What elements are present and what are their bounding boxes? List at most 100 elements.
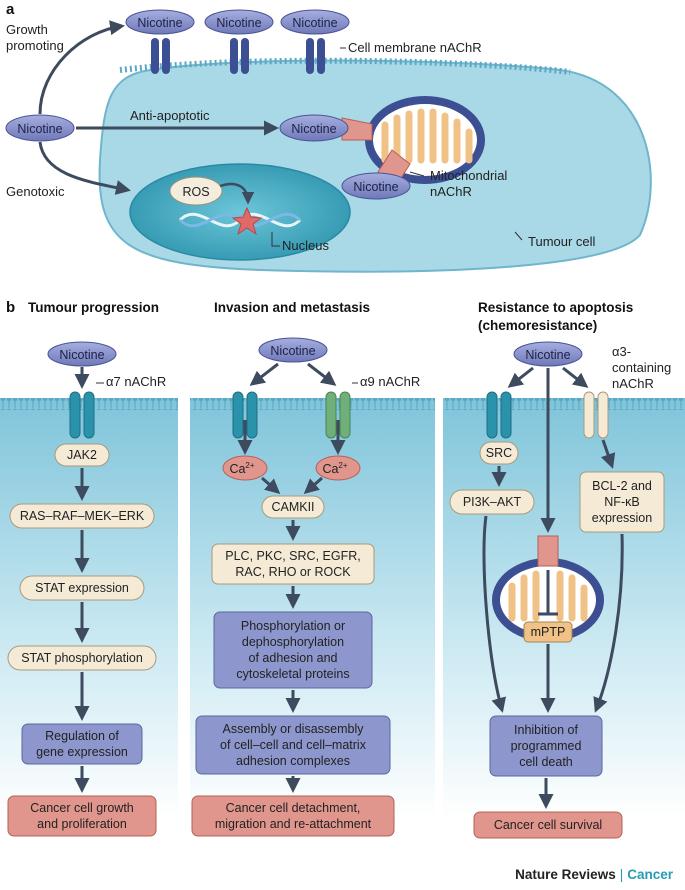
jak2-box [54,443,110,467]
src-label: SRC [486,446,512,460]
col1-outcome-box [7,795,157,837]
inhibition-box [489,715,603,777]
col1-outcome-1: Cancer cell growth [30,801,134,815]
panel-b-label: b [6,299,15,316]
assembly-box [195,715,391,775]
mptp-box [523,621,573,643]
col3-header-1: Resistance to apoptosis [478,300,633,315]
nicotine-label: Nicotine [270,344,315,358]
nicotine-bubble-membrane-1 [125,9,195,35]
calcium-right-label: Ca2+ [322,461,347,476]
tumour-cell-label: Tumour cell [528,234,596,249]
bcl2-label-1: BCL-2 and [592,479,652,493]
bcl2-label-3: expression [592,511,652,525]
col2-header: Invasion and metastasis [214,300,370,315]
kinases-label-1: PLC, PKC, SRC, EGFR, [225,549,360,563]
regulation-label-2: gene expression [36,745,128,759]
membrane-receptor-2 [230,38,249,74]
col3-receptor-left [486,391,512,439]
col3-outcome: Cancer cell survival [494,818,602,832]
anti-apoptotic-label: Anti-apoptotic [130,108,210,123]
kinases-label-2: RAC, RHO or ROCK [235,565,351,579]
col3-header-2: (chemoresistance) [478,318,597,333]
col2-nicotine [258,337,328,363]
mitochondrial-label-1: Mitochondrial [430,168,507,183]
bcl2-box [579,471,665,533]
jak2-label: JAK2 [67,448,97,462]
assembly-label-3: adhesion complexes [236,754,350,768]
bcl2-label-2: NF-κB [604,495,639,509]
stat-phos-box [7,645,157,671]
phospho-label-1: Phosphorylation or [241,619,345,633]
phospho-label-3: of adhesion and [249,651,338,665]
regulation-label-1: Regulation of [45,729,119,743]
nicotine-label: Nicotine [137,16,182,30]
nucleus-label: Nucleus [282,238,329,253]
src-box [479,441,519,465]
cell-membrane-nachr-label: Cell membrane nAChR [348,40,482,55]
col2-membrane [190,398,435,410]
panel-a-label: a [6,1,15,18]
phospho-box [213,611,373,689]
mptp-label: mPTP [531,625,566,639]
nicotine-bubble-mito-2 [341,172,411,200]
alpha3-label-2: containing [612,360,671,375]
col3-nicotine [513,341,583,367]
mitochondrial-label-2: nAChR [430,184,472,199]
footer-separator: | [619,867,624,882]
assembly-label-1: Assembly or disassembly [222,722,364,736]
calcium-left [222,455,268,481]
regulation-box [21,723,143,765]
col3-mito-receptor [537,535,559,567]
ros-node [169,176,223,206]
inhibition-label-3: cell death [519,755,573,769]
camkii-box [261,495,325,519]
nicotine-label: Nicotine [291,122,336,136]
camkii-label: CAMKII [271,500,314,514]
alpha7-receptor [69,391,95,439]
col2-receptor-left [232,391,258,439]
col2-outcome-1: Cancer cell detachment, [226,801,361,815]
stat-expression-label: STAT expression [35,581,129,595]
journal-name: Nature Reviews [515,867,616,882]
alpha3-label-3: nAChR [612,376,654,391]
nicotine-label: Nicotine [17,122,62,136]
alpha9-receptor [325,391,351,439]
nicotine-label: Nicotine [216,16,261,30]
journal-footer: Nature Reviews|Cancer [515,867,673,882]
membrane-receptor-1 [151,38,170,74]
ros-label: ROS [182,185,209,199]
alpha3-receptor [583,391,609,439]
growth-promoting-label-2: promoting [6,38,64,53]
col2-outcome-2: migration and re-attachment [215,817,372,831]
inhibition-label-1: Inhibition of [514,723,578,737]
nicotine-label: Nicotine [59,348,104,362]
ras-box [9,503,155,529]
col1-header: Tumour progression [28,300,159,315]
alpha9-label: α9 nAChR [360,374,420,389]
assembly-label-2: of cell–cell and cell–matrix [220,738,367,752]
nicotine-bubble-membrane-2 [204,9,274,35]
stat-expression-box [19,575,145,601]
nicotine-bubble-mito-1 [279,114,349,142]
nicotine-source [5,114,75,142]
alpha7-label: α7 nAChR [106,374,166,389]
col3-membrane [443,398,685,410]
col1-outcome-2: and proliferation [37,817,127,831]
growth-promoting-label-1: Growth [6,22,48,37]
calcium-left-label: Ca2+ [229,461,254,476]
col3-outcome-box [473,811,623,839]
genotoxic-label: Genotoxic [6,184,65,199]
stat-phos-label: STAT phosphorylation [21,651,143,665]
inhibition-label-2: programmed [511,739,582,753]
journal-section: Cancer [627,867,673,882]
phospho-label-2: dephosphorylation [242,635,344,649]
membrane-receptor-3 [306,38,325,74]
nicotine-bubble-membrane-3 [280,9,350,35]
ras-label: RAS–RAF–MEK–ERK [20,509,145,523]
pi3k-box [449,489,535,515]
dna-damage-star-icon [231,206,263,236]
nicotine-label: Nicotine [292,16,337,30]
alpha3-label-1: α3- [612,344,631,359]
phospho-label-4: cytoskeletal proteins [236,667,349,681]
